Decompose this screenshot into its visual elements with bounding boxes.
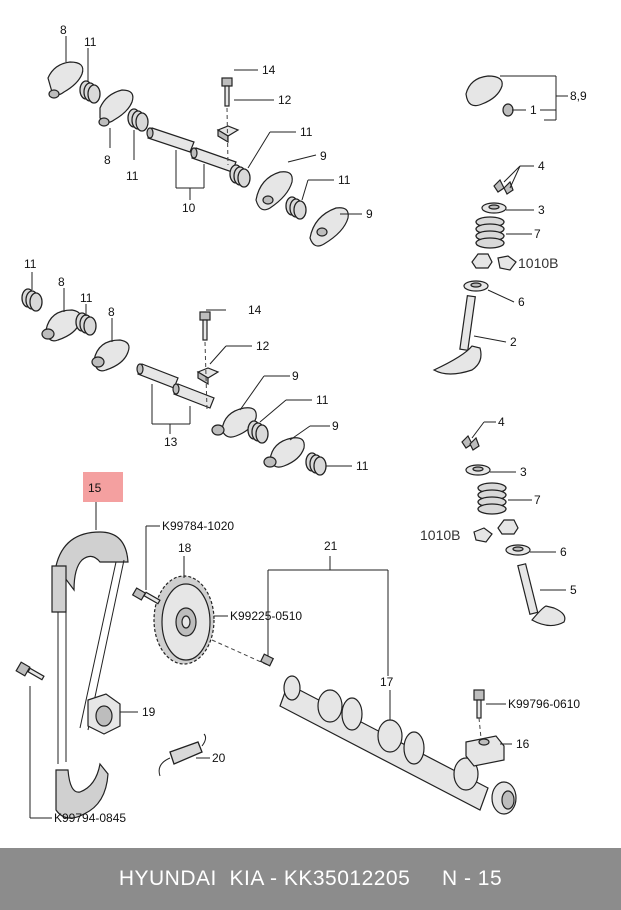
label-8: 8 <box>60 23 67 37</box>
label-8: 8 <box>104 153 111 167</box>
label-1: 1 <box>530 103 537 117</box>
footer-page: N - 15 <box>441 867 503 890</box>
bracket-21 <box>267 556 389 676</box>
label-1010b: 1010B <box>518 255 558 271</box>
label-k99784-1020: K99784-1020 <box>162 519 234 533</box>
footer-text: HYUNDAI KIA - KK35012205 N - 15 <box>119 867 502 891</box>
label-11: 11 <box>80 291 93 305</box>
label-11: 11 <box>316 393 329 407</box>
parts-diagram: 8 11 14 12 8 11 11 9 11 10 9 8,9 1 4 3 7… <box>15 23 587 825</box>
label-11: 11 <box>356 459 369 473</box>
label-3: 3 <box>520 465 527 479</box>
label-11: 11 <box>338 173 351 187</box>
label-9: 9 <box>332 419 339 433</box>
camshaft-sprocket <box>153 575 215 665</box>
label-5: 5 <box>570 583 577 597</box>
label-k99225-0510: K99225-0510 <box>230 609 302 623</box>
bracket-16 <box>465 735 512 767</box>
highlight-box-15 <box>83 472 123 502</box>
tensioner <box>87 693 138 735</box>
label-1010b: 1010B <box>420 527 460 543</box>
label-14: 14 <box>262 63 276 77</box>
bolt-k0845 <box>15 661 52 819</box>
label-21: 21 <box>324 539 338 553</box>
label-11: 11 <box>300 125 313 139</box>
bolt-k1020 <box>131 525 161 605</box>
label-9: 9 <box>320 149 327 163</box>
label-12: 12 <box>278 93 292 107</box>
label-k99794-0845: K99794-0845 <box>54 811 126 825</box>
label-15: 15 <box>88 481 102 495</box>
label-k99796-0610: K99796-0610 <box>508 697 580 711</box>
label-8-9: 8,9 <box>570 89 587 103</box>
label-17: 17 <box>380 675 394 689</box>
label-10: 10 <box>182 201 196 215</box>
spring-20 <box>158 733 210 777</box>
label-8: 8 <box>58 275 65 289</box>
label-13: 13 <box>164 435 178 449</box>
label-9: 9 <box>292 369 299 383</box>
label-3: 3 <box>538 203 545 217</box>
label-2: 2 <box>510 335 517 349</box>
label-11: 11 <box>126 169 139 183</box>
label-8: 8 <box>108 305 115 319</box>
label-18: 18 <box>178 541 192 555</box>
label-7: 7 <box>534 493 541 507</box>
label-19: 19 <box>142 705 156 719</box>
label-11: 11 <box>84 35 97 49</box>
label-6: 6 <box>560 545 567 559</box>
label-4: 4 <box>538 159 545 173</box>
timing-belt <box>51 531 129 819</box>
label-9: 9 <box>366 207 373 221</box>
label-20: 20 <box>212 751 226 765</box>
label-16: 16 <box>516 737 530 751</box>
label-12: 12 <box>256 339 270 353</box>
label-14: 14 <box>248 303 262 317</box>
camshaft <box>211 639 517 815</box>
valve-assembly-middle <box>461 421 566 627</box>
label-11: 11 <box>24 257 37 271</box>
footer-brand: HYUNDAI KIA - KK35012205 <box>118 867 411 890</box>
label-6: 6 <box>518 295 525 309</box>
footer-bar: HYUNDAI KIA - KK35012205 N - 15 <box>0 848 621 910</box>
rocker-assembly-top <box>47 36 362 247</box>
rocker-assembly-middle <box>21 272 352 476</box>
label-4: 4 <box>498 415 505 429</box>
valve-assembly-top <box>432 75 568 375</box>
bolt-k0610 <box>473 689 506 739</box>
label-7: 7 <box>534 227 541 241</box>
